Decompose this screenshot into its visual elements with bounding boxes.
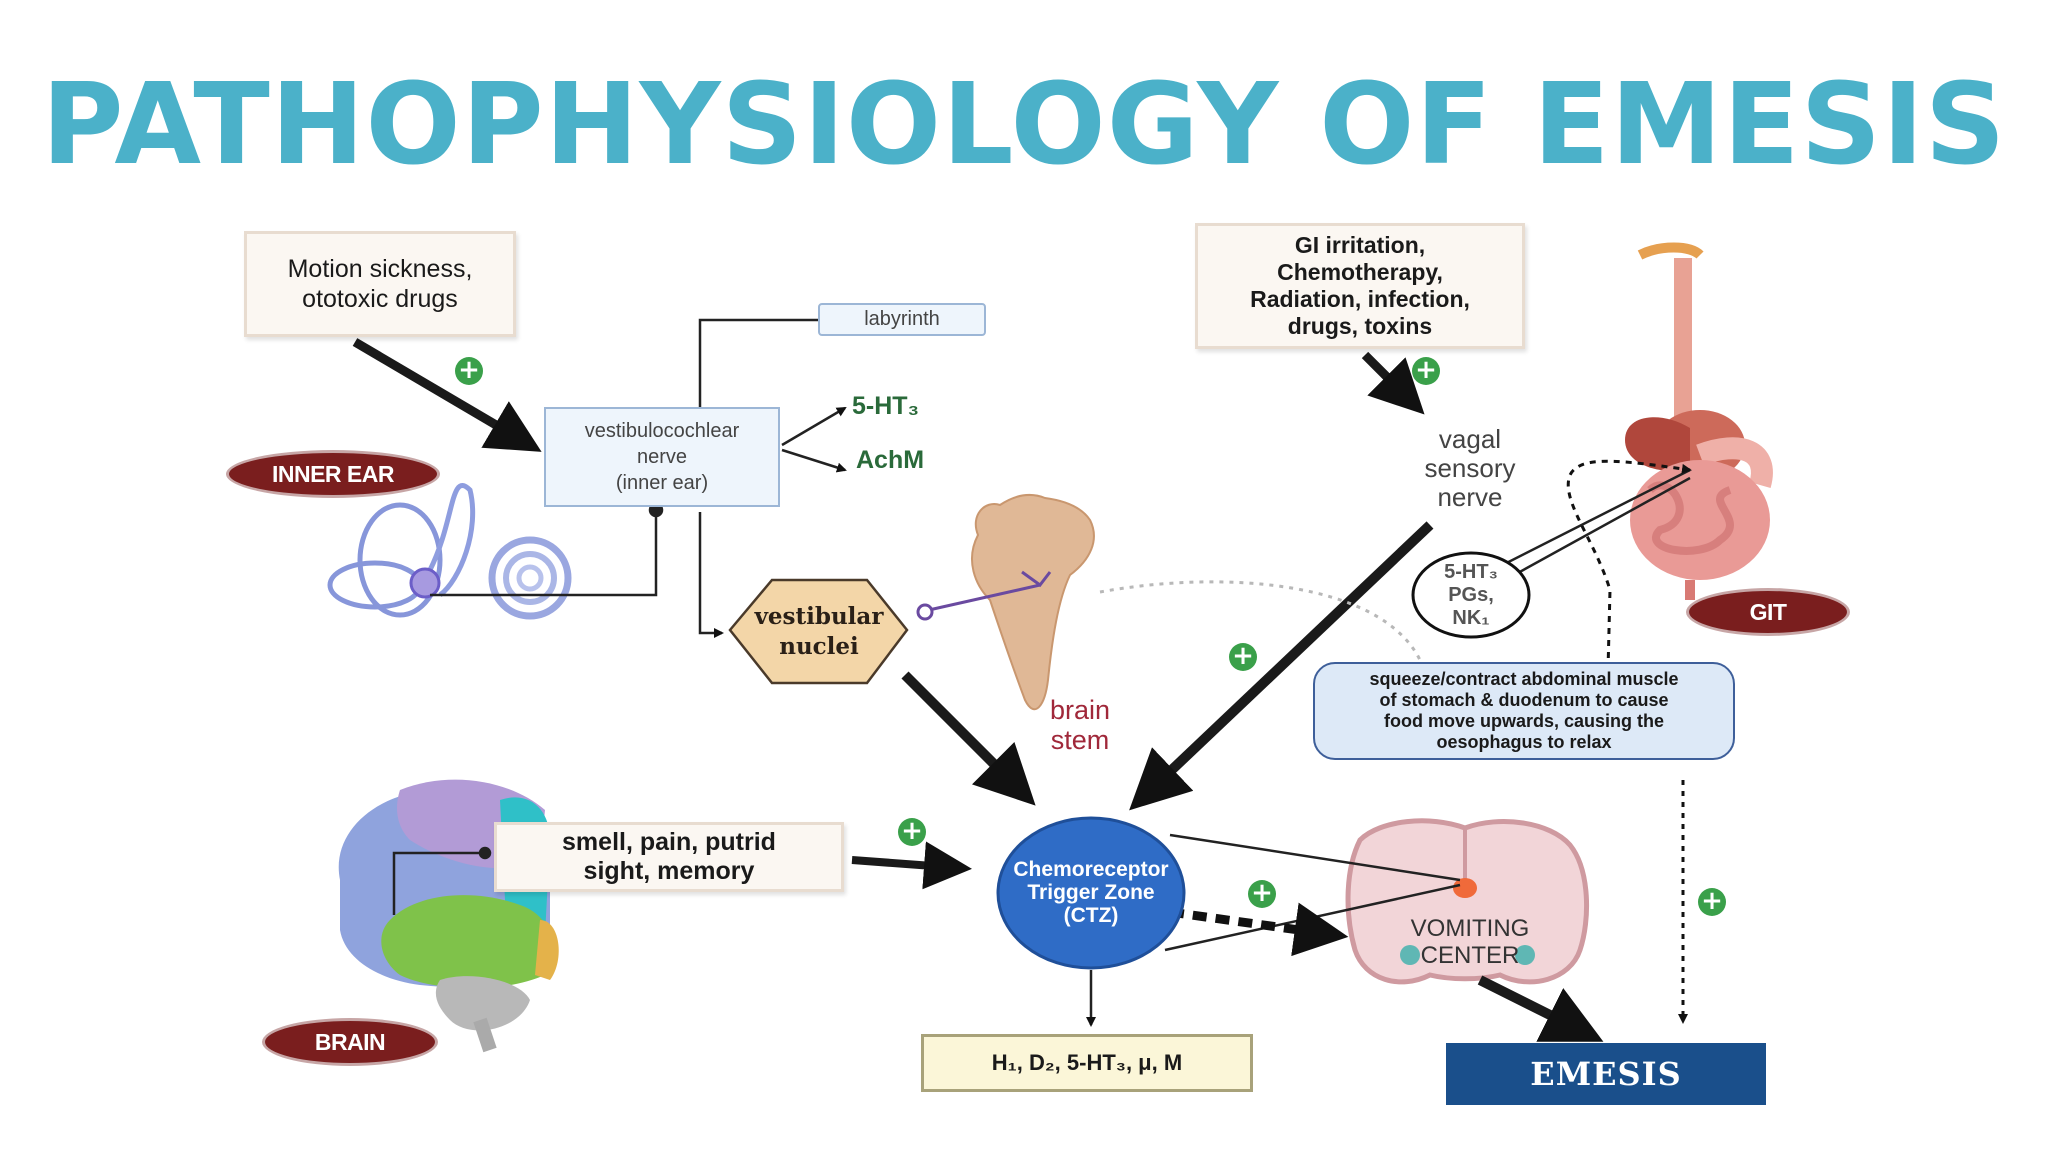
plus-icon: + <box>1248 880 1276 908</box>
page-title: PATHOPHYSIOLOGY OF EMESIS <box>41 60 2007 190</box>
squeeze-description-box: squeeze/contract abdominal muscle of sto… <box>1313 662 1735 760</box>
mediators-circle <box>1411 551 1531 639</box>
brain-stem-label: brain stem <box>1049 695 1111 755</box>
vomiting-center-label: VOMITING CENTER <box>1410 915 1530 969</box>
smell-pain-box: smell, pain, putrid sight, memory <box>494 822 844 892</box>
badge-inner-ear: INNER EAR <box>226 450 440 498</box>
gi-irritation-box: GI irritation, Chemotherapy, Radiation, … <box>1195 223 1525 349</box>
ctz-label: Chemoreceptor Trigger Zone (CTZ) <box>1013 857 1169 927</box>
mediators-label: 5-HT₃ PGs, NK₁ <box>1444 560 1498 629</box>
ctz-receptors-box: H₁, D₂, 5-HT₃, μ, M <box>921 1034 1253 1092</box>
plus-icon: + <box>1412 357 1440 385</box>
badge-git: GIT <box>1686 588 1850 636</box>
vestibular-nuclei-hexagon <box>728 578 909 685</box>
motion-sickness-box: Motion sickness, ototoxic drugs <box>244 231 516 337</box>
badge-brain: BRAIN <box>262 1018 438 1066</box>
labyrinth-label: labyrinth <box>818 303 986 336</box>
connector-lines <box>352 318 1692 1042</box>
plus-icon: + <box>898 818 926 846</box>
vestibular-nuclei-label: vestibular nuclei <box>754 603 884 660</box>
emesis-box: EMESIS <box>1446 1043 1766 1105</box>
receptor-achm-label: AchM <box>856 446 925 474</box>
brain-section-icon <box>1345 818 1589 985</box>
receptor-5ht3-label: 5-HT₃ <box>852 392 920 420</box>
brain-icon <box>338 779 559 1053</box>
vagal-sensory-nerve-label: vagal sensory nerve <box>1424 424 1516 512</box>
gi-tract-icon <box>1625 242 1773 600</box>
plus-icon: + <box>1698 888 1726 916</box>
inner-ear-icon <box>327 483 572 620</box>
vestibulocochlear-nerve-box: vestibulocochlear nerve (inner ear) <box>544 407 780 507</box>
brain-stem-icon <box>971 493 1095 711</box>
plus-icon: + <box>455 357 483 385</box>
ctz-ellipse <box>996 816 1186 970</box>
plus-icon: + <box>1229 643 1257 671</box>
